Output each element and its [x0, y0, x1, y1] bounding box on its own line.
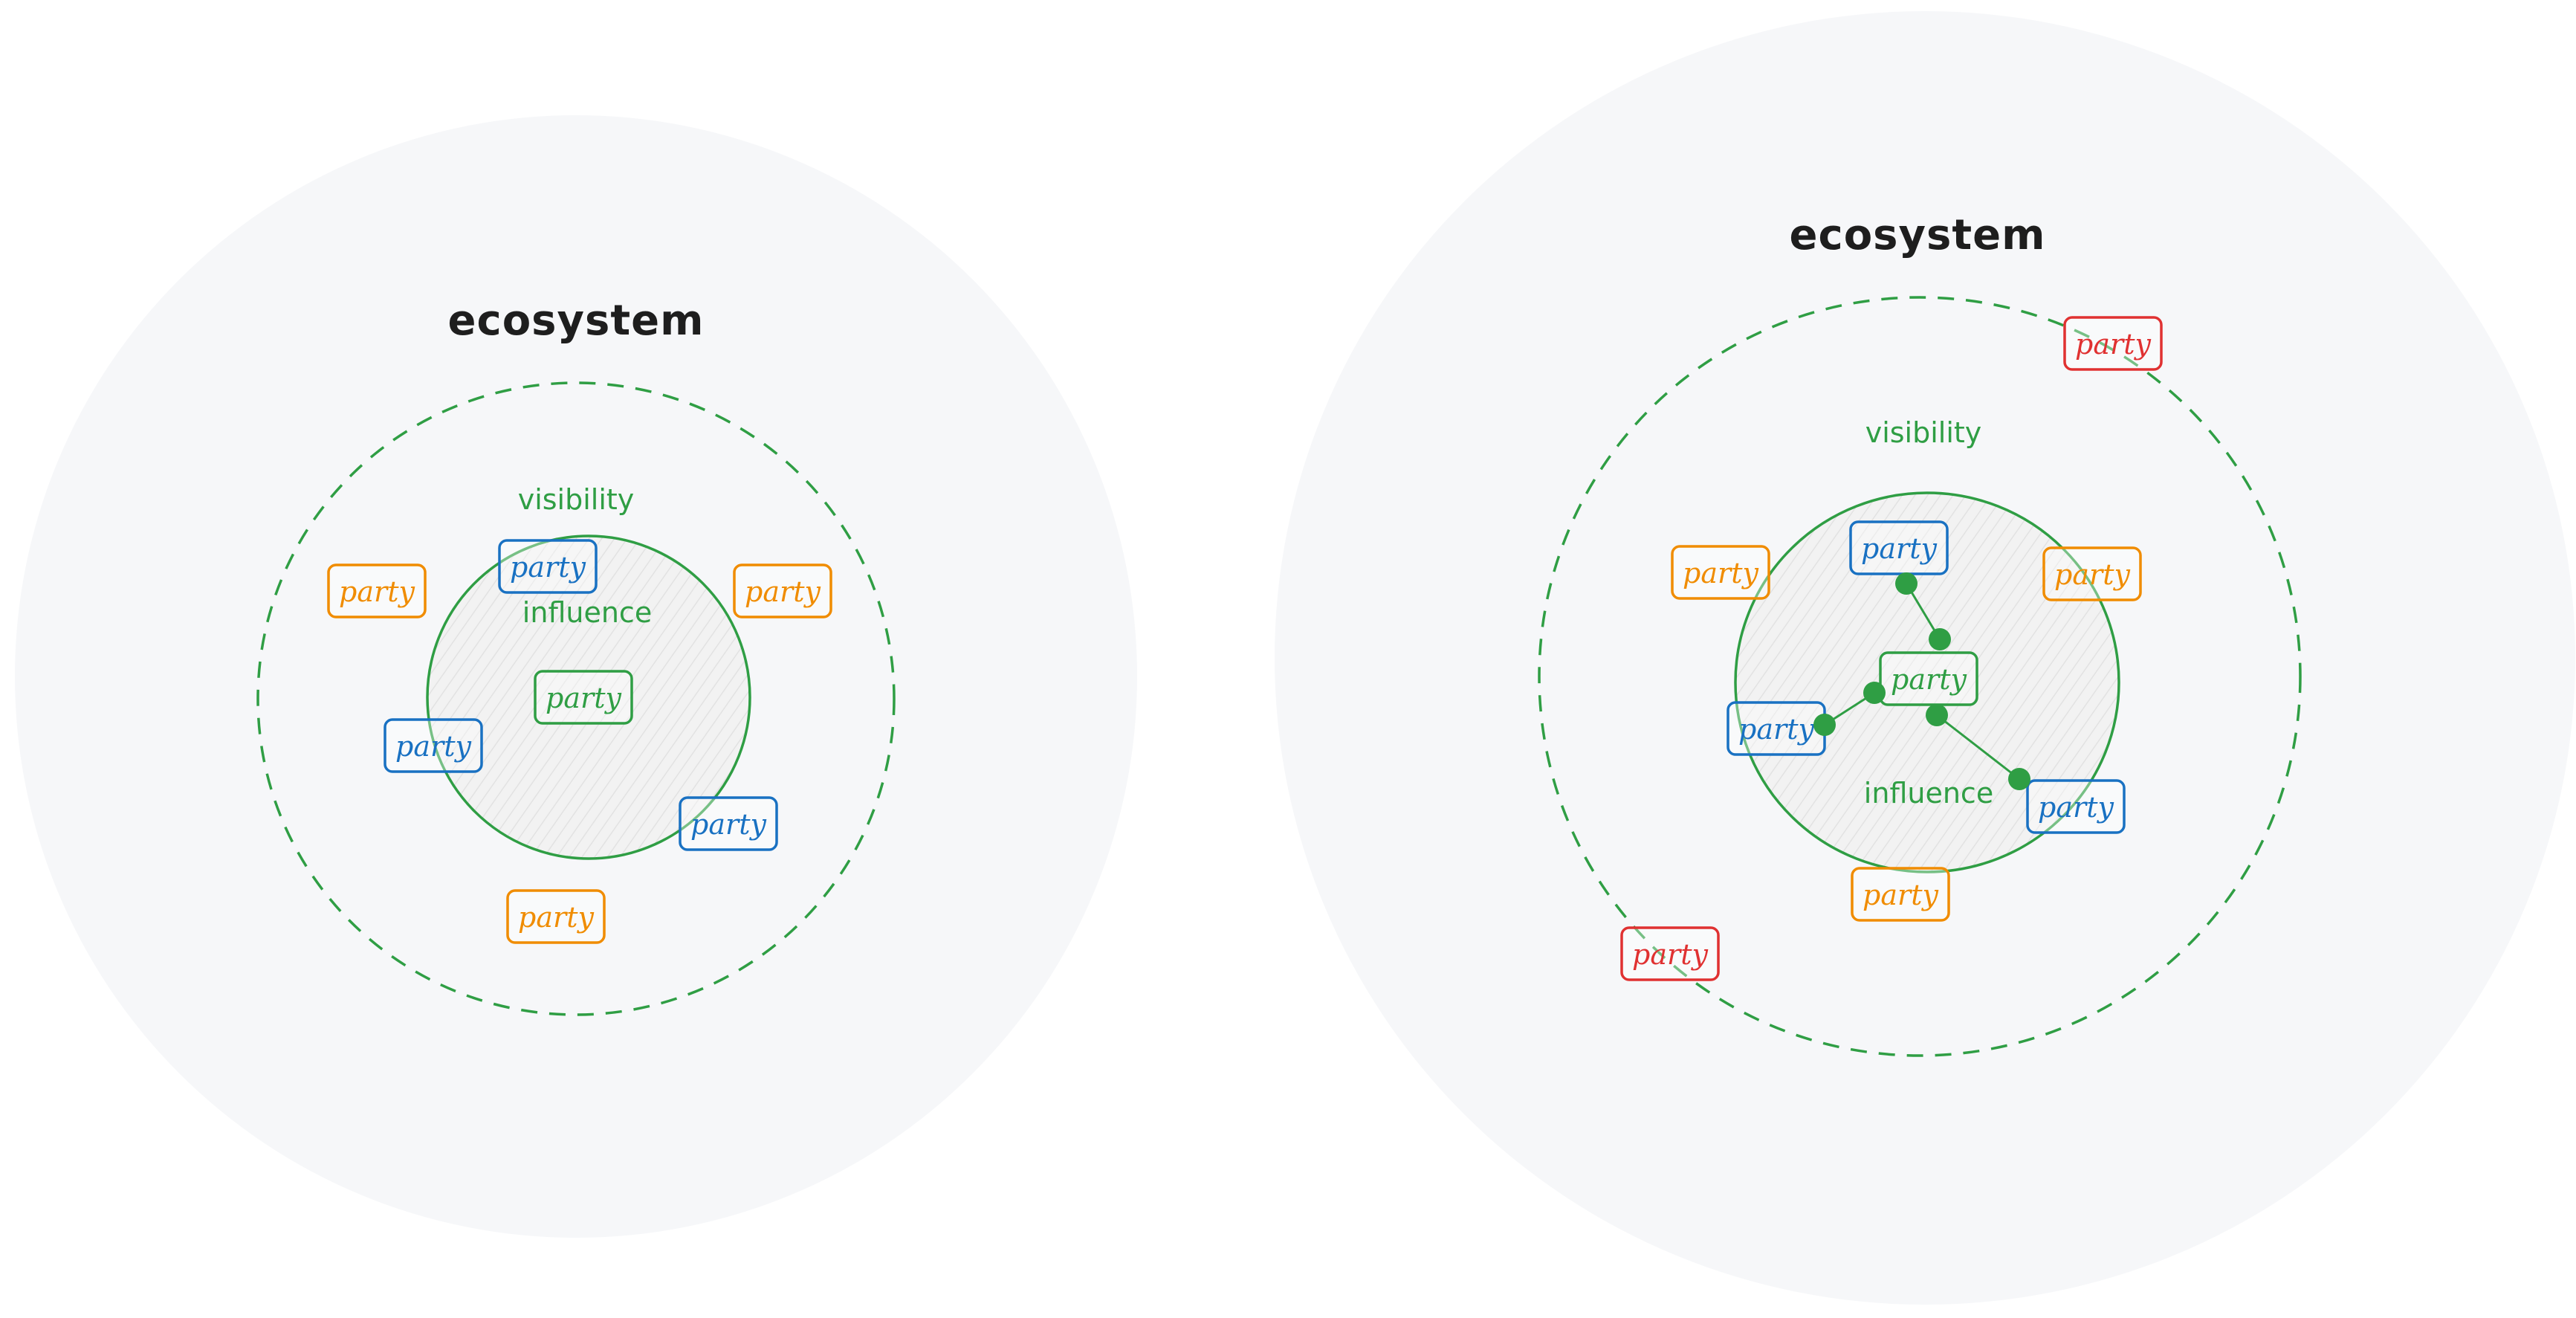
- right-visibility-circle: [1538, 296, 2302, 1057]
- right-diagram: ecosystem visibility influence party par…: [1275, 11, 2575, 1305]
- left-influence-label: influence: [522, 596, 652, 629]
- party-box: party: [384, 718, 483, 773]
- svg-text:party: party: [745, 575, 821, 608]
- party-box: party: [1671, 545, 1770, 600]
- svg-text:party: party: [1683, 557, 1758, 589]
- party-box: party: [506, 889, 606, 944]
- party-box: party: [1620, 926, 1720, 981]
- party-box: party: [1851, 867, 1950, 922]
- party-box: party: [498, 539, 598, 594]
- right-influence-label: influence: [1864, 777, 1993, 810]
- party-box: party: [1849, 520, 1949, 575]
- svg-text:party: party: [1632, 938, 1708, 971]
- svg-text:party: party: [546, 682, 621, 714]
- connector-dot: [1926, 704, 1948, 726]
- left-diagram: ecosystem visibility influence party par…: [15, 115, 1137, 1238]
- right-ecosystem-label: ecosystem: [1790, 211, 2046, 259]
- left-ecosystem-label: ecosystem: [448, 297, 705, 345]
- svg-text:party: party: [1863, 879, 1938, 911]
- party-box: party: [2063, 316, 2163, 371]
- party-box: party: [679, 796, 778, 851]
- connector-dot: [1813, 714, 1836, 736]
- right-visibility-label: visibility: [1865, 416, 1982, 449]
- svg-text:party: party: [2038, 791, 2114, 824]
- left-visibility-label: visibility: [518, 483, 635, 516]
- svg-text:party: party: [339, 575, 415, 608]
- left-influence-circle: [426, 534, 751, 860]
- svg-text:party: party: [510, 551, 586, 584]
- left-visibility-circle: [256, 381, 896, 1016]
- connector-dots: [1813, 572, 2030, 790]
- svg-text:party: party: [1738, 713, 1814, 746]
- party-box: party: [2026, 779, 2126, 834]
- svg-text:party: party: [2075, 328, 2151, 361]
- party-box: party: [327, 563, 427, 618]
- party-box: party: [2042, 546, 2142, 601]
- connector-dot: [1929, 628, 1951, 650]
- svg-text:party: party: [518, 901, 594, 934]
- party-box: party: [1879, 651, 1978, 706]
- svg-text:party: party: [1891, 663, 1967, 696]
- svg-text:party: party: [395, 730, 471, 763]
- svg-text:party: party: [1861, 532, 1937, 565]
- connector-dot: [1863, 682, 1886, 704]
- connector-dot: [2008, 768, 2030, 790]
- svg-text:party: party: [2054, 558, 2130, 591]
- svg-text:party: party: [690, 808, 766, 841]
- party-box: party: [1726, 701, 1826, 756]
- party-box: party: [733, 563, 832, 618]
- connector-dot: [1895, 572, 1918, 595]
- connector-line: [1936, 714, 2020, 781]
- party-box: party: [534, 670, 633, 725]
